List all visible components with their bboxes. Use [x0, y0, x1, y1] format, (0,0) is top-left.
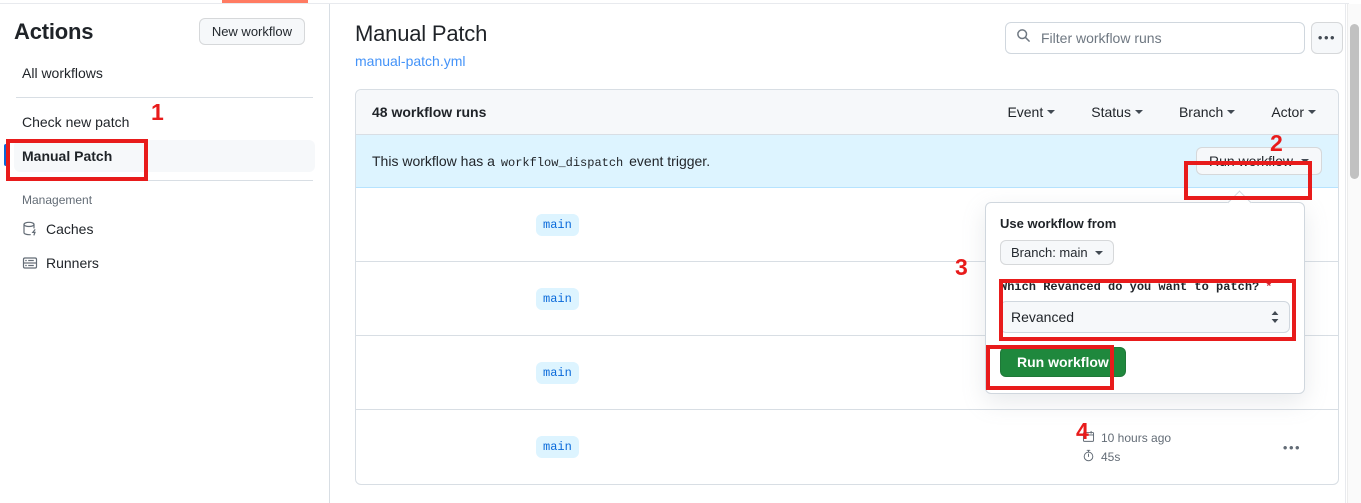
top-divider	[0, 3, 1349, 4]
filter-status-label: Status	[1091, 104, 1131, 120]
use-workflow-from-label: Use workflow from	[1000, 216, 1117, 231]
branch-badge[interactable]: main	[536, 436, 579, 458]
search-box[interactable]	[1005, 22, 1305, 54]
sidebar-item-all-workflows[interactable]: All workflows	[14, 57, 315, 89]
sidebar-item-caches[interactable]: Caches	[14, 213, 315, 245]
row-overflow-menu[interactable]: •••	[1282, 439, 1302, 455]
sidebar-item-label: Caches	[46, 221, 94, 237]
actions-sidebar: Actions New workflow All workflows Check…	[0, 4, 330, 503]
sidebar-item-manual-patch[interactable]: Manual Patch	[4, 140, 315, 172]
filter-status[interactable]: Status	[1085, 103, 1149, 121]
sidebar-header: Actions New workflow	[0, 4, 329, 55]
revanced-select-wrap: Revanced	[1000, 301, 1290, 333]
row-duration-text: 45s	[1101, 449, 1121, 464]
cache-icon	[22, 221, 38, 237]
filter-event[interactable]: Event	[1001, 103, 1061, 121]
nav-divider-1	[16, 97, 313, 98]
popover-footer: Run workflow	[986, 343, 1304, 393]
run-workflow-dropdown-button[interactable]: Run workflow	[1195, 147, 1322, 175]
workflow-overflow-menu-button[interactable]: •••	[1311, 22, 1343, 54]
runs-filters: Event Status Branch Actor	[1001, 103, 1322, 121]
kebab-icon: •••	[1317, 30, 1337, 45]
sidebar-item-label: Check new patch	[22, 114, 130, 130]
workflow-header: Manual Patch manual-patch.yml •••	[331, 4, 1361, 71]
workflow-nav: All workflows Check new patch Manual Pat…	[0, 57, 329, 279]
table-row[interactable]: main 10 hours ago	[356, 410, 1338, 484]
dispatch-banner-text: This workflow has a workflow_dispatch ev…	[372, 153, 710, 170]
sidebar-item-label: Manual Patch	[22, 148, 113, 164]
dispatch-text-before: This workflow has a	[372, 152, 495, 169]
workflow-dispatch-banner: This workflow has a workflow_dispatch ev…	[356, 135, 1338, 188]
run-workflow-button-label: Run workflow	[1208, 153, 1293, 169]
search-input[interactable]	[1039, 29, 1294, 47]
chevron-down-icon	[1301, 159, 1309, 163]
branch-badge[interactable]: main	[536, 287, 579, 310]
row-duration: 45s	[1082, 449, 1262, 465]
row-branch-cell: main	[372, 361, 932, 384]
filter-actor-label: Actor	[1271, 104, 1304, 120]
sidebar-section-management: Management	[22, 193, 93, 207]
branch-select-label: Branch: main	[1011, 245, 1088, 260]
workflow-input-label-text: Which Revanced do you want to patch?	[1000, 280, 1260, 294]
content-edge-line	[1345, 4, 1346, 503]
row-meta-cell: 10 hours ago 45s	[1062, 430, 1262, 465]
row-branch-cell: main	[372, 287, 932, 310]
runs-card-header: 48 workflow runs Event Status Branch	[356, 90, 1338, 135]
workflow-input-field: Which Revanced do you want to patch? * R…	[986, 275, 1304, 343]
chevron-down-icon	[1308, 110, 1316, 114]
chevron-down-icon	[1094, 250, 1103, 255]
filter-branch[interactable]: Branch	[1173, 103, 1241, 121]
dispatch-event-code: workflow_dispatch	[500, 155, 624, 170]
revanced-select[interactable]: Revanced	[1000, 301, 1290, 333]
row-branch-cell: main	[372, 213, 932, 236]
stopwatch-icon	[1082, 449, 1095, 465]
sidebar-item-label: Runners	[46, 255, 99, 271]
workflow-input-label: Which Revanced do you want to patch? *	[1000, 279, 1290, 294]
filter-runs-wrap	[1005, 22, 1305, 54]
row-date-text: 10 hours ago	[1101, 430, 1172, 445]
sidebar-item-label: All workflows	[22, 65, 103, 81]
runners-icon	[22, 255, 38, 271]
filter-branch-label: Branch	[1178, 104, 1224, 120]
sidebar-title: Actions	[14, 18, 94, 44]
branch-select-button[interactable]: Branch: main	[1000, 240, 1114, 265]
use-workflow-from-section: Use workflow from Branch: main	[986, 203, 1304, 275]
submit-run-workflow-button[interactable]: Run workflow	[1000, 347, 1126, 377]
search-icon	[1016, 28, 1031, 48]
branch-badge[interactable]: main	[536, 361, 579, 384]
chevron-down-icon	[1227, 110, 1236, 114]
dispatch-text-after: event trigger.	[629, 152, 711, 169]
required-marker: *	[1266, 279, 1272, 293]
sidebar-item-check-new-patch[interactable]: Check new patch	[14, 106, 315, 138]
filter-event-label: Event	[1007, 104, 1044, 120]
calendar-icon	[1082, 430, 1095, 446]
page-title: Manual Patch	[355, 21, 488, 46]
table-row[interactable]: main	[356, 262, 1338, 336]
page-loading-bar	[222, 0, 308, 3]
chevron-down-icon	[1047, 110, 1056, 114]
filter-actor[interactable]: Actor	[1265, 103, 1322, 121]
table-row[interactable]: main	[356, 188, 1338, 262]
branch-badge[interactable]: main	[536, 213, 579, 236]
run-workflow-popover: Use workflow from Branch: main Which Rev…	[985, 202, 1305, 394]
workflow-file-link[interactable]: manual-patch.yml	[355, 53, 466, 69]
workflow-runs-count: 48 workflow runs	[372, 104, 487, 120]
row-branch-cell: main	[372, 436, 932, 458]
chevron-down-icon	[1134, 110, 1143, 114]
nav-divider-2	[16, 180, 313, 181]
sidebar-item-runners[interactable]: Runners	[14, 247, 315, 279]
new-workflow-button[interactable]: New workflow	[198, 18, 305, 45]
page-scrollbar-thumb[interactable]	[1350, 24, 1359, 179]
row-date: 10 hours ago	[1082, 430, 1262, 446]
